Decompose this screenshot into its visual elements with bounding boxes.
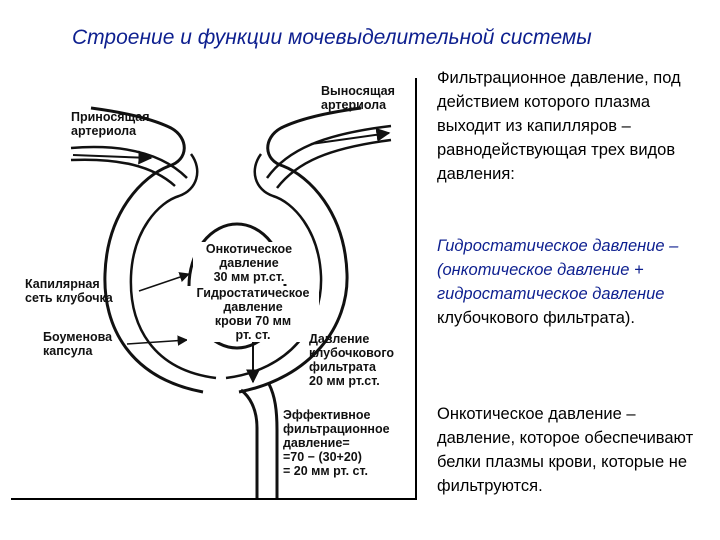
- bowman-capsule-outer: [238, 106, 362, 394]
- explanation-text: Фильтрационное давление, под действием к…: [437, 66, 711, 495]
- hydrostatic-tail: клубочкового фильтрата).: [437, 309, 635, 327]
- efferent-arteriole-2: [276, 138, 392, 189]
- bowman-capsule-outer-left: [90, 106, 204, 394]
- leader-bowman: [126, 335, 189, 346]
- slide-title: Строение и функции мочевыделительной сис…: [72, 26, 592, 49]
- tubule-right-wall: [267, 383, 279, 498]
- bowman-capsule-inner: [225, 153, 323, 380]
- leader-capillary: [138, 272, 190, 292]
- label-effective-pressure: Эффективное фильтрационное давление= =70…: [283, 408, 390, 478]
- paragraph-oncotic-pressure: Онкотическое давление – давление, которо…: [437, 405, 694, 495]
- label-capillary-net: Капилярная сеть клубочка: [25, 277, 113, 305]
- hydrostatic-highlight: Гидростатическое давление – (онкотическо…: [437, 237, 679, 303]
- afferent-arteriole-2: [70, 158, 176, 187]
- tubule-left-wall: [240, 388, 259, 498]
- paragraph-hydrostatic-pressure: Гидростатическое давление – (онкотическо…: [437, 234, 711, 330]
- label-filtrate-pressure: Давление клубочкового фильтрата 20 мм рт…: [309, 332, 394, 388]
- label-efferent-arteriole: Выносящая артериола: [321, 84, 395, 112]
- label-hydrostatic-pressure: Гидростатическое давление крови 70 мм рт…: [187, 286, 319, 342]
- afferent-flow-arrow: [72, 150, 153, 165]
- label-afferent-arteriole: Приносящая артериола: [71, 110, 150, 138]
- label-bowman-capsule: Боуменова капсула: [43, 330, 113, 358]
- label-oncotic-pressure: Онкотическое давление 30 мм рт.ст.: [193, 242, 305, 284]
- efferent-flow-arrow: [310, 127, 391, 145]
- efferent-arteriole: [265, 124, 392, 179]
- afferent-arteriole: [70, 145, 188, 179]
- paragraph-filtration-pressure: Фильтрационное давление, под действием к…: [437, 69, 681, 183]
- glomerulus-diagram: Приносящая артериола Выносящая артериола…: [11, 78, 417, 500]
- bowman-capsule-inner-left: [129, 153, 217, 380]
